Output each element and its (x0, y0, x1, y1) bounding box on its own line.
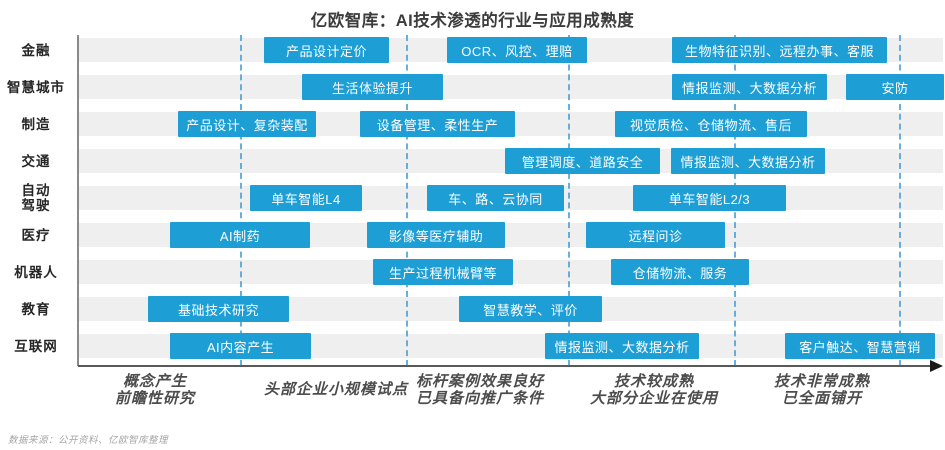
row-label-industry: 自动 驾驶 (21, 183, 51, 213)
maturity-bar: AI制药 (170, 222, 310, 248)
chart-title: 亿欧智库：AI技术渗透的行业与应用成熟度 (310, 12, 635, 30)
maturity-bar: 仓储物流、服务 (611, 259, 749, 285)
stage-divider-line (568, 35, 570, 366)
stage-axis-label: 头部企业小规模试点 (263, 381, 408, 399)
maturity-bar: 情报监测、大数据分析 (545, 333, 699, 359)
stage-axis-label: 技术较成熟 大部分企业在使用 (589, 372, 718, 408)
maturity-bar: AI内容产生 (170, 333, 311, 359)
row-label-industry: 机器人 (14, 264, 58, 280)
maturity-bar: 影像等医疗辅助 (367, 222, 505, 248)
maturity-bar: 客户触达、智慧营销 (785, 333, 935, 359)
maturity-bar: 产品设计、复杂装配 (178, 111, 316, 137)
row-label-industry: 医疗 (21, 227, 51, 243)
maturity-bar: 智慧教学、评价 (459, 296, 602, 322)
maturity-bar: 单车智能L4 (250, 185, 362, 211)
maturity-bar: 车、路、云协同 (427, 185, 564, 211)
row-label-industry: 智慧城市 (7, 79, 65, 95)
row-label-industry: 互联网 (14, 338, 58, 354)
maturity-bar: 单车智能L2/3 (633, 185, 786, 211)
stage-axis-label: 概念产生 前瞻性研究 (114, 372, 195, 408)
stage-divider-line (406, 35, 408, 366)
source-note: 数据来源：公开资料、亿欧智库整理 (8, 435, 169, 446)
row-label-industry: 教育 (21, 301, 51, 317)
maturity-bar: 基础技术研究 (148, 296, 289, 322)
stage-divider-line (240, 35, 242, 366)
row-label-industry: 交通 (21, 153, 51, 169)
stage-axis-label: 标杆案例效果良好 已具备向推广条件 (415, 372, 544, 408)
maturity-bar: 安防 (846, 74, 944, 100)
row-label-industry: 金融 (21, 42, 51, 58)
row-label-industry: 制造 (21, 116, 51, 132)
maturity-bar: 生产过程机械臂等 (373, 259, 513, 285)
y-axis-line (77, 35, 79, 366)
x-axis-line (78, 365, 933, 367)
maturity-bar: OCR、风控、理赔 (447, 37, 587, 63)
x-axis-arrow-icon (930, 360, 943, 372)
maturity-bar: 情报监测、大数据分析 (672, 74, 827, 100)
stage-divider-line (899, 35, 901, 366)
maturity-bar: 生活体验提升 (302, 74, 443, 100)
maturity-bar: 产品设计定价 (264, 37, 389, 63)
maturity-bar: 管理调度、道路安全 (505, 148, 660, 174)
maturity-bar: 视觉质检、仓储物流、售后 (615, 111, 807, 137)
stage-axis-label: 技术非常成熟 已全面铺开 (773, 372, 870, 408)
maturity-bar: 生物特征识别、远程办事、客服 (672, 37, 887, 63)
maturity-bar: 情报监测、大数据分析 (671, 148, 825, 174)
maturity-bar: 设备管理、柔性生产 (360, 111, 515, 137)
maturity-bar: 远程问诊 (586, 222, 725, 248)
